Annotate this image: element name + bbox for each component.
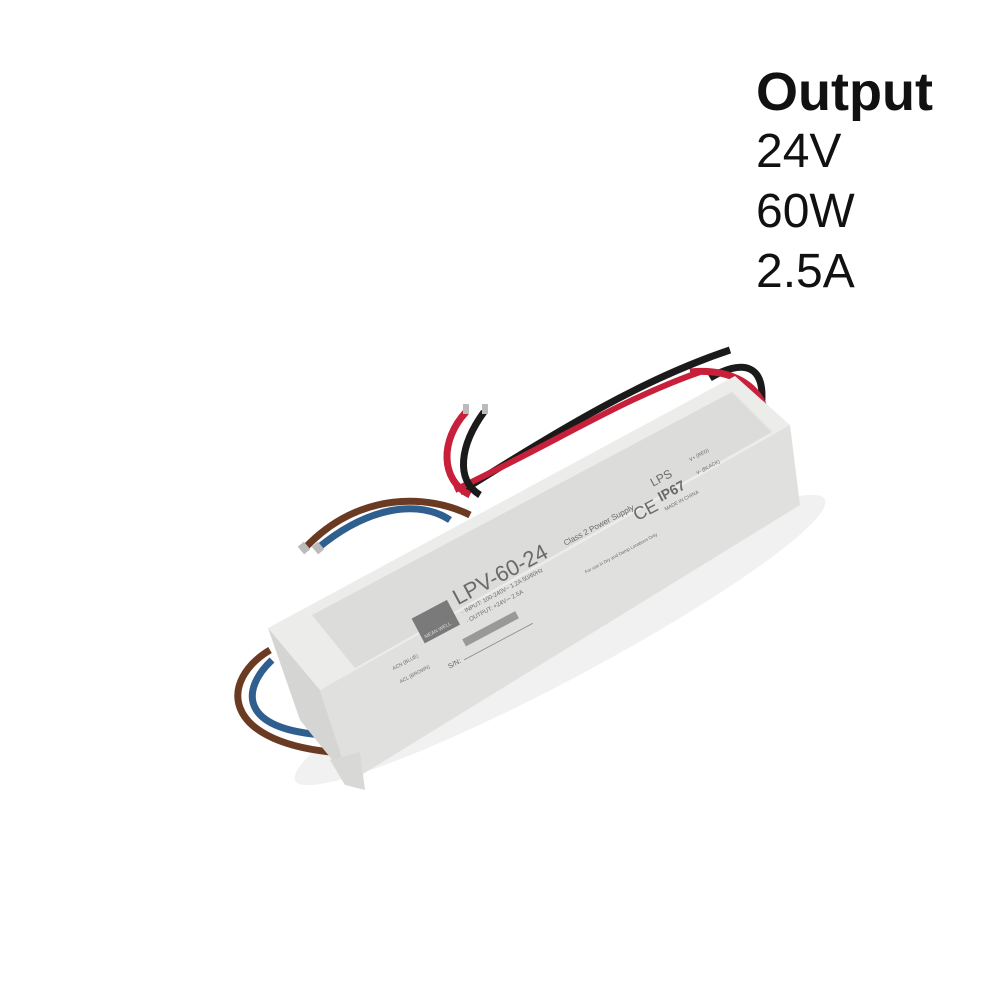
wire-tip [482,404,488,414]
wire-tip [463,404,469,414]
spec-power: 60W [756,185,855,238]
specs-title: Output [756,62,933,122]
case-front [320,425,800,782]
label-panel [312,392,772,668]
serial-line [463,622,534,661]
barcode [462,611,519,647]
mean-well-logo [411,599,461,644]
case-end [268,628,350,782]
wire-red-long [453,369,701,493]
wire-brown-input [302,497,472,551]
output-specs: Output 24V 60W 2.5A [756,62,933,302]
spec-voltage: 24V [756,125,842,178]
wire-blue-loop [248,657,326,739]
wire-tip [311,541,325,555]
spec-current: 2.5A [756,245,855,298]
wire-red-end [443,409,472,499]
mounting-tab [330,752,365,790]
wire-tip [297,541,311,555]
wire-blue-input [315,505,452,551]
wire-black-end [459,409,487,498]
wire-brown-loop [234,647,331,756]
